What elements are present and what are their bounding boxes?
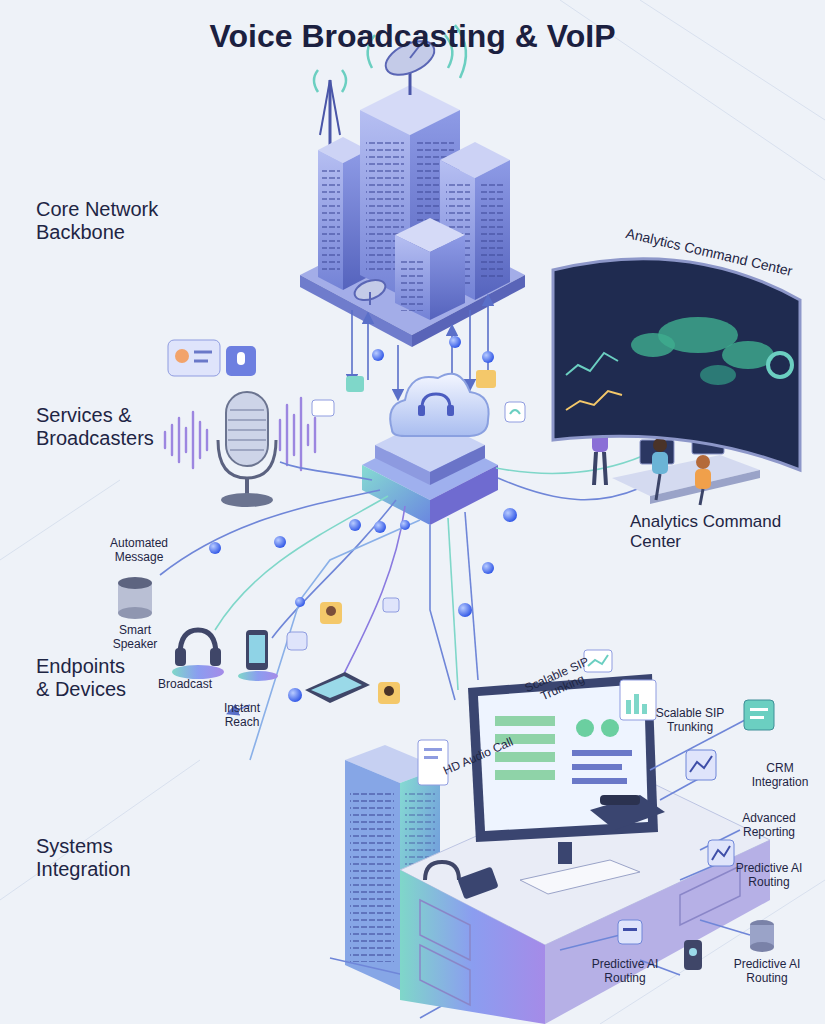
feature-label: Predictive AI Routing [580,958,670,986]
device-label: Instant Reach [212,702,272,730]
section-label: Systems Integration [36,835,186,881]
area-label: Analytics Command Center [630,512,790,551]
device-label: Automated Message [96,537,182,565]
feature-label: Advanced Reporting [724,812,814,840]
diagram-title: Voice Broadcasting & VoIP [0,18,825,55]
section-label: Services & Broadcasters [36,404,196,450]
section-label: Core Network Backbone [36,198,196,244]
device-label: Smart Speaker [100,624,170,652]
feature-label: CRM Integration [740,762,820,790]
analytics-screen: Analytics Command Center [548,225,806,477]
feature-label: Predictive AI Routing [724,862,814,890]
section-label: Endpoints & Devices [36,655,136,701]
device-label: Broadcast [150,678,220,692]
feature-label: Predictive AI Routing [722,958,812,986]
feature-label: Scalable SIP Trunking [640,707,740,735]
